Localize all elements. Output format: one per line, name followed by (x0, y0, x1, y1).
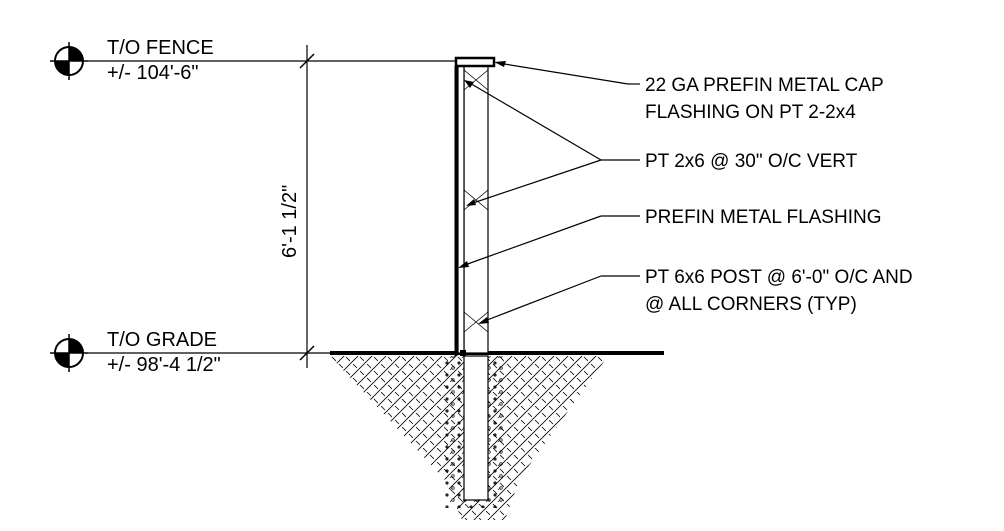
level-marker-grade: T/O GRADE +/- 98'-4 1/2" (50, 329, 330, 376)
vertical-board (457, 65, 465, 354)
note-leaders (458, 61, 640, 324)
fence-level-elevation: +/- 104'-6" (107, 62, 199, 84)
post-embedment (463, 355, 489, 501)
post-6x6 (463, 61, 489, 354)
height-dimension: 6'-1 1/2" (279, 45, 315, 368)
notes: 22 GA PREFIN METAL CAP FLASHING ON PT 2-… (645, 75, 913, 315)
note-vert: PT 2x6 @ 30" O/C VERT (645, 151, 858, 172)
grade-level-elevation: +/- 98'-4 1/2" (107, 354, 221, 376)
metal-cap (454, 56, 496, 68)
grade-level-name: T/O GRADE (107, 329, 217, 351)
level-marker-fence: T/O FENCE +/- 104'-6" (50, 37, 456, 84)
note-flashing: PREFIN METAL FLASHING (645, 207, 881, 228)
soil-section (330, 355, 608, 520)
fence-assembly (454, 56, 496, 356)
note-post-line1: PT 6x6 POST @ 6'-0" O/C AND (645, 267, 913, 288)
note-cap-line1: 22 GA PREFIN METAL CAP (645, 75, 884, 96)
note-cap-line2: FLASHING ON PT 2-2x4 (645, 102, 856, 123)
note-post-line2: @ ALL CORNERS (TYP) (645, 294, 857, 315)
fence-level-name: T/O FENCE (107, 37, 214, 59)
height-dimension-text: 6'-1 1/2" (279, 185, 301, 258)
